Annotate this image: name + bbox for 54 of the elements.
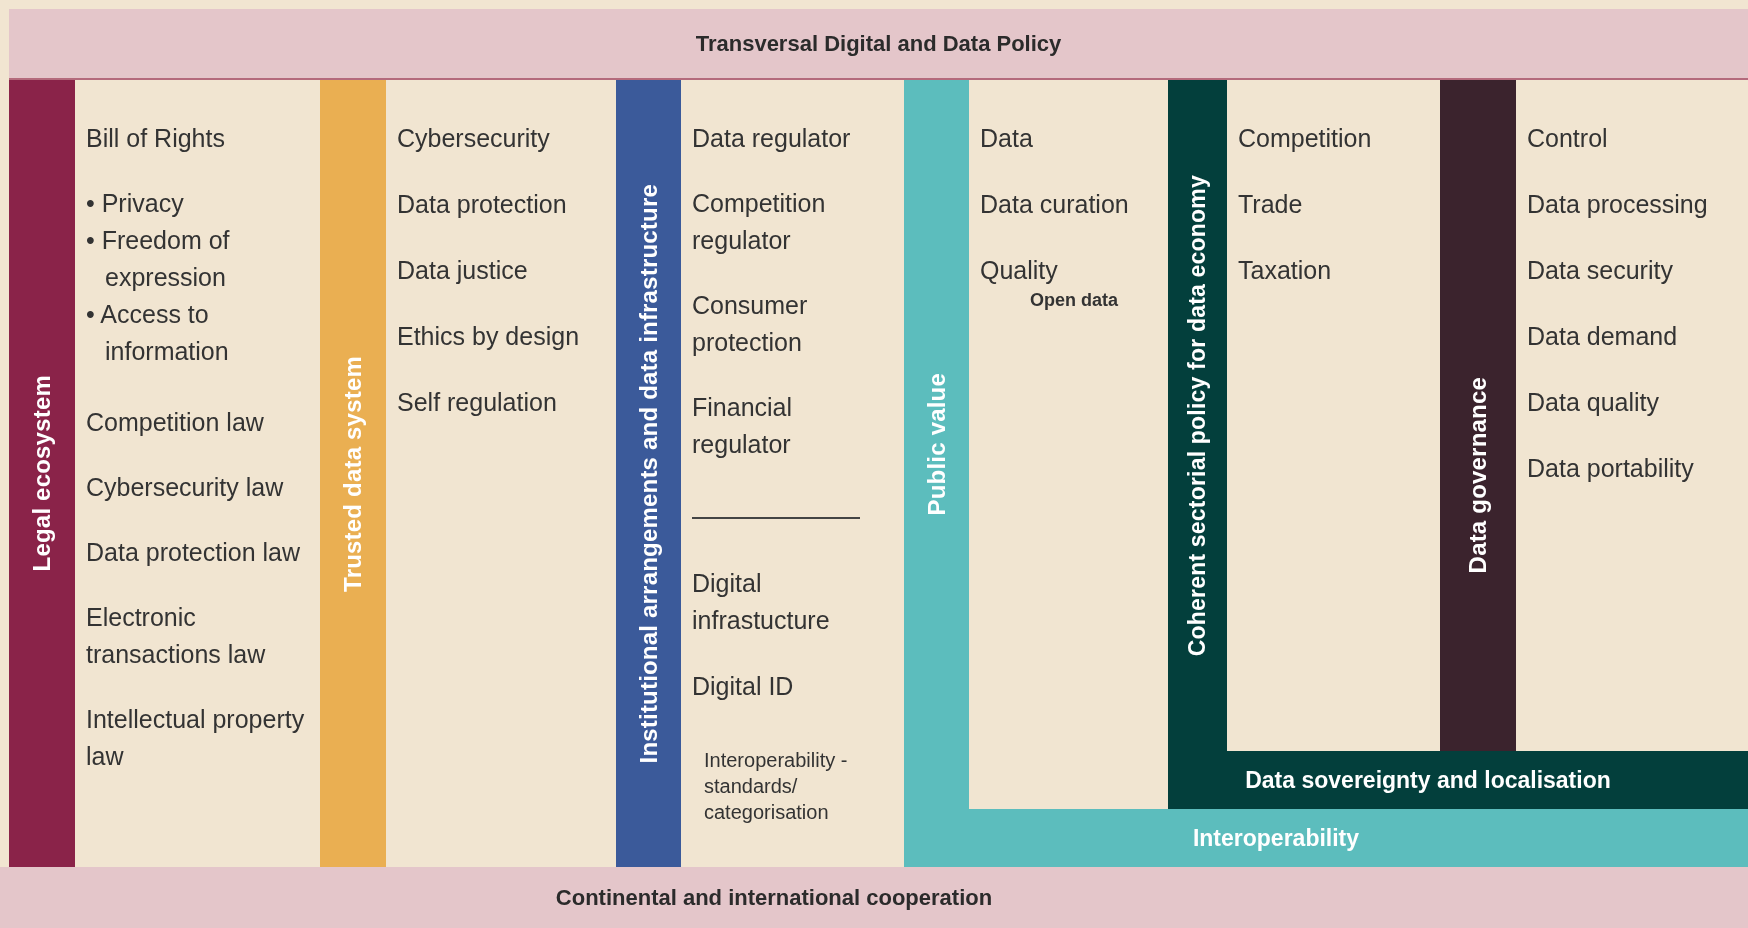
list-item: Taxation <box>1238 255 1332 286</box>
list-item: Data regulator <box>692 123 851 154</box>
category-bar <box>1168 80 1227 751</box>
list-item: • Freedom of expression <box>86 225 231 293</box>
list-item: Data curation <box>980 189 1129 220</box>
bar-label: Public value <box>922 373 951 516</box>
category-bar <box>1440 80 1516 751</box>
policy-band <box>0 867 1748 928</box>
category-bar <box>9 80 75 867</box>
list-item: Interoperability - standards/ categorisation <box>704 748 849 825</box>
list-item: Self regulation <box>397 387 557 418</box>
list-item: Competition <box>1238 123 1372 154</box>
band-label: Continental and international cooperation <box>555 884 993 911</box>
list-item: Trade <box>1238 189 1303 220</box>
bar-label: Data governance <box>1464 377 1492 574</box>
list-item: Data quality <box>1527 387 1660 418</box>
list-item: Quality <box>980 255 1058 286</box>
bar-label: Institutional arrangements and data infrastructure <box>634 183 663 764</box>
list-item: Digital infrastucture <box>692 568 831 636</box>
list-item: Cybersecurity <box>397 123 550 154</box>
list-item: Intellectual property law <box>86 704 306 772</box>
list-item: Data justice <box>397 255 528 286</box>
list-item: Data demand <box>1527 321 1678 352</box>
list-item: Consumer protection <box>692 290 809 358</box>
band-label: Transversal Digital and Data Policy <box>695 30 1062 57</box>
list-item: • Privacy <box>86 188 185 219</box>
category-bar <box>320 80 386 867</box>
list-item: Ethics by design <box>397 321 580 352</box>
list-item: Data security <box>1527 255 1673 286</box>
category-bar <box>904 80 969 809</box>
list-item: Data protection law <box>86 537 300 568</box>
bar-label: Trusted data system <box>339 355 367 592</box>
list-item: Digital ID <box>692 671 794 702</box>
list-item: Financial regulator <box>692 392 794 460</box>
list-item: • Access to information <box>86 299 230 367</box>
bar-label: Coherent sectorial policy for data economy <box>1184 174 1211 657</box>
list-item: Data portability <box>1527 453 1694 484</box>
list-item: Open data <box>1030 289 1118 311</box>
list-item: Data protection <box>397 189 567 220</box>
list-item: Competition law <box>86 407 264 438</box>
bar-label: Legal ecosystem <box>28 375 56 572</box>
list-item: Data processing <box>1527 189 1708 220</box>
policy-band <box>9 9 1748 80</box>
list-item: Competition regulator <box>692 188 827 256</box>
category-bar <box>616 80 681 867</box>
band-label: Interoperability <box>1192 824 1360 852</box>
list-item: Data <box>980 123 1033 154</box>
policy-band <box>1168 751 1748 809</box>
list-item: Bill of Rights <box>86 123 225 154</box>
list-item: Control <box>1527 123 1608 154</box>
band-label: Data sovereignty and localisation <box>1245 766 1611 794</box>
list-item: Electronic transactions law <box>86 602 267 670</box>
list-item: Cybersecurity law <box>86 472 284 503</box>
policy-band <box>904 809 1748 867</box>
